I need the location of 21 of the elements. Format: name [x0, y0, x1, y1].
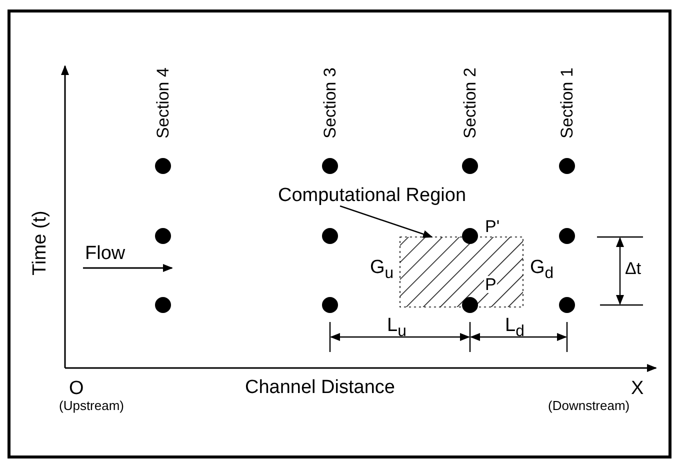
section-label: Section 2 — [462, 68, 478, 138]
section-label: Section 1 — [558, 68, 576, 138]
point-label: P' — [485, 218, 500, 235]
boundary-label: G$_{d}$ — [530, 258, 554, 282]
dimension-label: L$_{u}$ — [387, 316, 406, 340]
axis-origin-label: O — [69, 379, 84, 398]
region-label: Computational Region — [278, 186, 466, 205]
leader-line — [340, 205, 433, 238]
dimension-label: Δt — [625, 260, 642, 277]
axis-title: Channel Distance — [245, 378, 395, 397]
dimension-label: L$_{d}$ — [505, 316, 524, 340]
axis-note: (Downstream) — [548, 399, 630, 412]
flow-label: Flow — [85, 244, 126, 263]
axis-title: Time (t) — [30, 210, 50, 276]
axis-note: (Upstream) — [59, 399, 124, 412]
hatched-region — [400, 236, 524, 308]
boundary-label: G$_{u}$ — [370, 258, 394, 282]
section-label: Section 3 — [322, 68, 338, 138]
point-label: P — [484, 276, 498, 293]
section-label: Section 4 — [154, 68, 172, 138]
axis-end-label: X — [631, 379, 644, 398]
